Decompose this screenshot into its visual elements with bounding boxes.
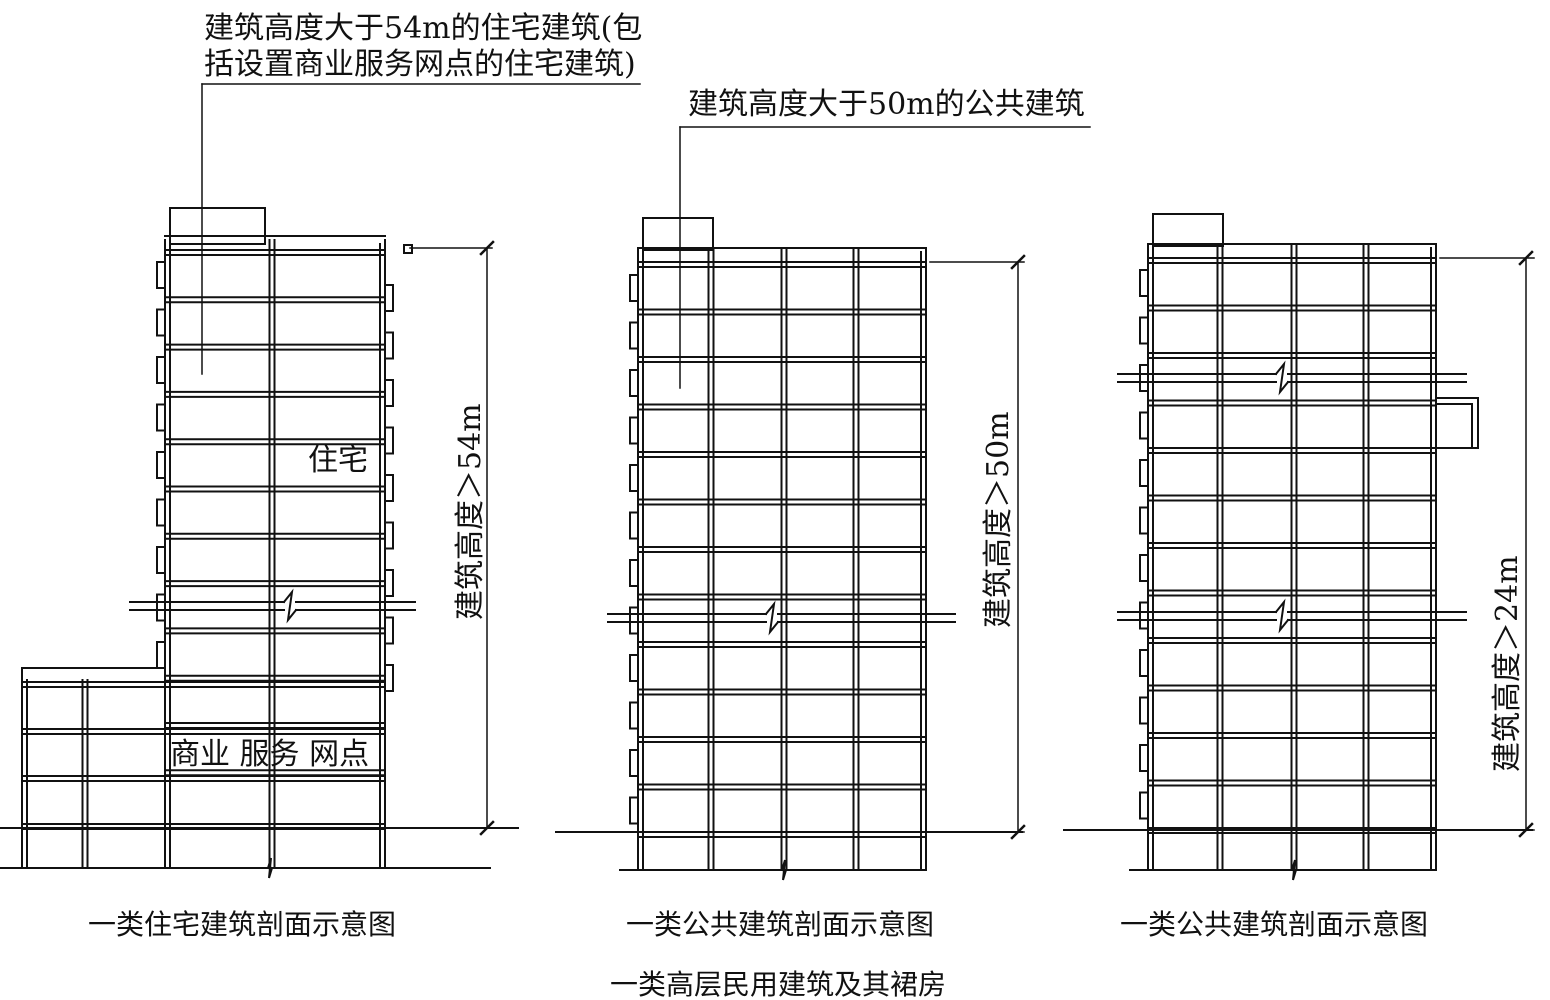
public-west-balcony-1 xyxy=(629,321,639,350)
residential-west-balcony-3 xyxy=(156,403,166,432)
residential-east-balcony-8 xyxy=(384,664,394,692)
dim-public-tick-top xyxy=(1010,254,1026,270)
residential-west-balcony-7 xyxy=(156,593,166,622)
residential-west-balcony-8 xyxy=(156,641,166,669)
residential-west-balcony-4 xyxy=(156,451,166,479)
dim-residential-tick-top xyxy=(479,240,495,256)
residential-east-balcony-2 xyxy=(384,379,394,407)
public2-west-balcony-4 xyxy=(1139,459,1149,487)
public-west-balcony-10 xyxy=(629,749,639,777)
main-title: 一类高层民用建筑及其裙房 xyxy=(610,968,946,1000)
dim-residential-tick-bottom xyxy=(479,820,495,836)
public2-west-balcony-9 xyxy=(1139,696,1149,725)
callout-residential-line2: 括设置商业服务网点的住宅建筑) xyxy=(204,47,636,82)
label-commercial-service: 商业 服务 网点 xyxy=(170,737,369,772)
dim-public-2-tick-bottom xyxy=(1518,822,1534,838)
public-west-balcony-2 xyxy=(629,369,639,397)
public2-cantilever xyxy=(1435,397,1479,449)
label-residence: 住宅 xyxy=(308,443,368,478)
residential-east-balcony-6 xyxy=(384,569,394,597)
residential-east-balcony-5 xyxy=(384,521,394,550)
residential-foundation-break xyxy=(266,857,274,879)
public-west-balcony-0 xyxy=(629,274,639,302)
public2-west-balcony-6 xyxy=(1139,554,1149,582)
public2-break-upper-zigzag xyxy=(1274,360,1290,396)
caption-public: 一类公共建筑剖面示意图 xyxy=(626,908,934,941)
public-break-zigzag xyxy=(764,600,780,636)
public-west-balcony-3 xyxy=(629,416,639,445)
public-foundation-break xyxy=(780,859,788,881)
dimension-label-50m: 建筑高度＞50m xyxy=(981,411,1016,628)
residential-west-balcony-5 xyxy=(156,498,166,527)
caption-residential: 一类住宅建筑剖面示意图 xyxy=(88,908,396,941)
residential-west-balcony-0 xyxy=(156,261,166,289)
residential-roof-stair-house xyxy=(169,207,266,245)
public2-foundation-break xyxy=(1290,859,1298,881)
dimension-label-24m: 建筑高度＞24m xyxy=(1490,555,1525,772)
public-west-balcony-7 xyxy=(629,606,639,635)
public2-west-balcony-11 xyxy=(1139,791,1149,820)
residential-east-balcony-0 xyxy=(384,284,394,312)
dimension-label-54m: 建筑高度＞54m xyxy=(453,403,488,620)
public2-break-lower-zigzag xyxy=(1274,598,1290,634)
dim-public-tick-bottom xyxy=(1010,824,1026,840)
public-roof-stair-house xyxy=(642,217,714,251)
residential-break-zigzag xyxy=(282,588,298,624)
caption-public-podium: 一类公共建筑剖面示意图 xyxy=(1120,908,1428,941)
residential-east-balcony-1 xyxy=(384,331,394,360)
public-west-balcony-4 xyxy=(629,464,639,492)
public-west-balcony-5 xyxy=(629,511,639,540)
public2-west-balcony-10 xyxy=(1139,744,1149,772)
residential-west-balcony-6 xyxy=(156,546,166,574)
public2-west-balcony-7 xyxy=(1139,601,1149,630)
callout-residential-line1: 建筑高度大于54m的住宅建筑(包 xyxy=(204,11,642,46)
public-west-balcony-9 xyxy=(629,701,639,730)
residential-roof-edge-detail xyxy=(403,244,413,254)
public-west-balcony-8 xyxy=(629,654,639,682)
residential-west-balcony-1 xyxy=(156,308,166,337)
public2-west-balcony-3 xyxy=(1139,411,1149,440)
public2-west-balcony-2 xyxy=(1139,364,1149,392)
residential-east-balcony-4 xyxy=(384,474,394,502)
residential-east-balcony-3 xyxy=(384,426,394,455)
public2-west-balcony-8 xyxy=(1139,649,1149,677)
public-west-balcony-6 xyxy=(629,559,639,587)
public2-west-balcony-0 xyxy=(1139,269,1149,297)
public2-west-balcony-5 xyxy=(1139,506,1149,535)
public-west-balcony-11 xyxy=(629,796,639,825)
residential-west-balcony-2 xyxy=(156,356,166,384)
dim-public-2-tick-top xyxy=(1518,250,1534,266)
public2-roof-stair-house xyxy=(1152,213,1224,247)
public2-west-balcony-1 xyxy=(1139,316,1149,345)
callout-public: 建筑高度大于50m的公共建筑 xyxy=(688,87,1085,122)
drawing-layer xyxy=(0,83,1535,881)
residential-east-balcony-7 xyxy=(384,616,394,645)
